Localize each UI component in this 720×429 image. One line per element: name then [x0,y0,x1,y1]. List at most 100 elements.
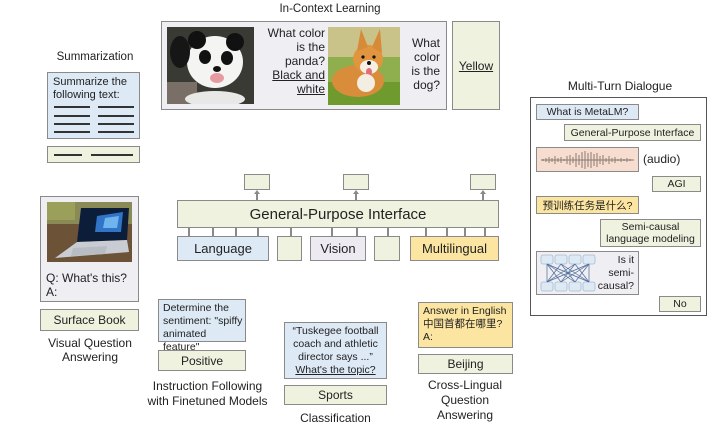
text-placeholder-line [54,131,90,133]
instruction-output-box: Positive [158,350,246,371]
vqa-input-box: Q: What's this? A: [40,196,139,302]
output-arrow-head [480,190,486,194]
interface-output-slot [244,174,270,190]
text-placeholder-line [98,131,134,133]
classification-prompt-line: “Tuskegee football [292,324,379,337]
classification-question: What's the topic? [295,363,376,376]
dog-question: What color is the dog? [402,36,440,92]
input-connector [331,228,333,236]
cross-lingual-prompt-line: 中国首都在哪里? [423,318,503,330]
panda-question-line: is the [296,40,325,54]
summarization-output-box [47,146,140,163]
summarization-prompt: Summarize the following text: [53,76,127,101]
classification-caption: Classification [300,411,371,425]
input-connector [290,228,292,236]
dialogue-turn-text: No [673,298,687,310]
text-placeholder-line [54,106,90,108]
dialogue-turn-text: 预训练任务是什么? [542,199,633,212]
input-multilingual: Multilingual [410,236,499,261]
panda-answer-line: Black and [272,68,325,82]
audio-waveform-icon [541,151,634,169]
cross-lingual-prompt-line: A: [423,331,433,343]
input-connector [188,228,190,236]
output-arrow-head [254,190,260,194]
dialogue-turn-line: causal? [597,280,634,292]
vqa-caption-line: Answering [61,350,119,364]
input-connector [356,228,358,236]
text-placeholder-line [54,115,90,117]
summary-placeholder-line [91,154,133,156]
vqa-caption-line: Visual Question [48,336,132,350]
input-vision-label: Vision [320,241,356,256]
interface-output-slot [343,174,369,190]
cross-lingual-caption-line: Cross-Lingual [427,378,503,392]
corgi-image [328,27,400,105]
instruction-caption-line: with Finetuned Models [147,394,268,408]
text-placeholder-line [98,115,134,117]
in-context-answer-box: Yellow [452,21,500,110]
dialogue-turn-model: No [659,296,701,312]
instruction-prompt-line: sentiment: "spiffy [163,315,243,327]
dialogue-turn-line: Is it [617,254,634,266]
cross-lingual-input-box: Answer in English 中国首都在哪里? A: [418,302,513,348]
vqa-answer: Surface Book [53,313,126,327]
classification-answer: Sports [318,388,353,402]
input-connector [235,228,237,236]
instruction-prompt-line: Determine the [163,302,229,314]
dialogue-turn-line: semi- [608,267,634,279]
summarization-title: Summarization [56,51,134,63]
dialogue-turn-audio [536,147,639,172]
input-slot [277,236,302,261]
dog-question-line: dog? [413,78,440,92]
output-arrow-head [353,190,359,194]
input-connector [387,228,389,236]
input-connector [484,228,486,236]
audio-label: (audio) [643,152,681,166]
dialogue-panel: What is MetaLM? General-Purpose Interfac… [530,97,707,316]
output-arrow-line [256,193,258,201]
laptop-image [47,202,132,262]
cross-lingual-prompt-line: Answer in English [423,305,507,317]
panda-answer-line: white [296,82,325,96]
input-connector [257,228,259,236]
in-context-answer: Yellow [458,58,494,73]
dialogue-turn-text: AGI [667,178,686,190]
interface-title: General-Purpose Interface [249,205,427,223]
dog-question-line: is the [411,64,440,78]
input-multilingual-label: Multilingual [421,241,488,256]
interface-output-slot [470,174,496,190]
cross-lingual-answer: Beijing [447,357,484,371]
input-connector [212,228,214,236]
cross-lingual-output-box: Beijing [418,354,513,374]
panda-image [167,27,254,104]
dialogue-turn-line: Semi-causal [621,221,680,233]
instruction-caption: Instruction Following with Finetuned Mod… [140,379,275,409]
vqa-caption: Visual Question Answering [30,336,150,364]
cross-lingual-prompt: Answer in English 中国首都在哪里? A: [423,305,506,344]
dialogue-turn-model: AGI [652,176,701,192]
input-language: Language [177,236,269,261]
classification-input-box: “Tuskegee football coach and athletic di… [284,322,387,379]
classification-output-box: Sports [284,385,387,405]
classification-prompt: “Tuskegee football coach and athletic di… [293,325,379,377]
dialogue-turn-line: language modeling [606,233,695,245]
cross-lingual-caption-line: Answering [436,408,494,422]
in-context-example-box: What color is the panda? Black and white… [161,21,447,110]
text-placeholder-line [98,106,134,108]
text-placeholder-line [54,123,90,125]
dialogue-turn-text: What is MetaLM? [546,106,629,118]
input-language-label: Language [194,241,252,256]
vqa-question: Q: What's this? [46,271,127,285]
instruction-answer: Positive [180,353,224,368]
panda-question-line: What color [267,26,325,40]
dialogue-turn-text: Is it semi- causal? [598,254,634,293]
input-vision: Vision [310,236,366,261]
general-purpose-interface-box: General-Purpose Interface [177,200,499,228]
instruction-prompt: Determine the sentiment: "spiffy animate… [163,302,245,354]
dialogue-turn-text: General-Purpose Interface [570,126,695,139]
attention-diagram-icon [540,254,596,292]
dialogue-turn-text: Semi-causal language modeling [606,221,695,245]
output-arrow-line [482,193,484,201]
instruction-caption-line: Instruction Following [152,379,263,393]
text-placeholder-line [98,123,134,125]
